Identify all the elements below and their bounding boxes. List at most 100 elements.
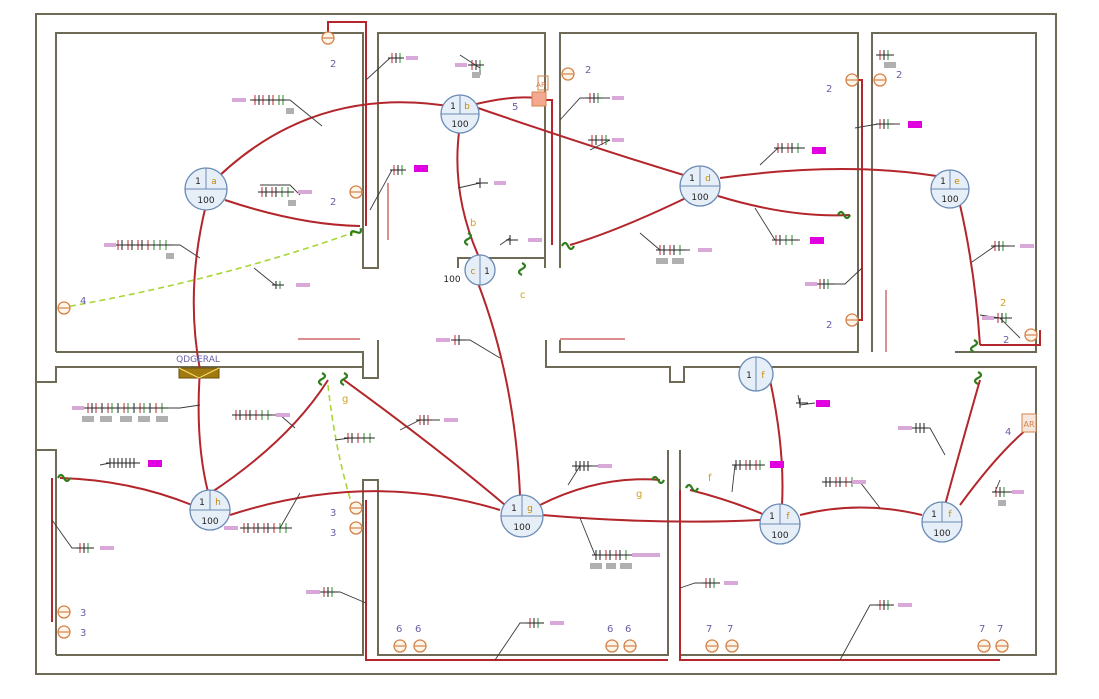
lamp-a[interactable]: 1 a 100 [184,167,228,211]
switch-icon[interactable] [517,262,527,276]
outlet-icon[interactable] [413,639,427,653]
outlet-icon[interactable] [393,639,407,653]
wire [541,514,761,523]
outlet-circuit: 7 [706,624,712,635]
outlet-icon[interactable] [845,313,859,327]
outlet-circuit: 2 [1003,335,1009,346]
lamp-g[interactable]: 1 g 100 [500,494,544,538]
outlet-circuit: 5 [512,102,518,113]
annotation-mark [276,413,290,417]
marker [810,237,824,244]
outlet-icon[interactable] [349,501,363,515]
ac-label: AR [536,81,546,89]
outlet-icon[interactable] [57,301,71,315]
outlet-icon[interactable] [705,639,719,653]
wire [224,199,361,227]
conductor-symbol [588,135,610,145]
annotation-mark [1020,244,1034,248]
outlet-circuit: 2 [826,320,832,331]
conductor-symbol [796,398,808,408]
outlet-icon[interactable] [873,73,887,87]
outlet-icon[interactable] [995,639,1009,653]
lamp-c[interactable]: c 1 100 [443,254,496,286]
room-h-wall-2 [56,450,669,656]
lamp-circuit: 1 [199,498,205,508]
lamp-circuit: 1 [511,504,517,514]
annotation-mark [612,138,624,142]
outlet-icon[interactable] [57,605,71,619]
conductor-symbol [258,187,294,197]
lamp-d[interactable]: 1 d 100 [679,165,721,207]
panel-label: QDGERAL [176,355,220,365]
conductor-symbol [251,95,287,105]
conductor-symbol [876,50,894,60]
annotation-mark [444,418,458,422]
switch-icon[interactable] [561,241,575,251]
outlet-icon[interactable] [349,185,363,199]
switch-icon[interactable] [57,473,71,483]
lamp-power: 100 [513,523,530,533]
outlet-circuit: 2 [826,84,832,95]
lamp-f-top[interactable]: 1 f [738,356,774,392]
switch-icon[interactable] [349,226,362,238]
lamp-e[interactable]: 1 e 100 [930,169,970,209]
outlet-circuit: 3 [80,608,86,619]
switch-icon[interactable] [463,232,473,246]
lamp-h[interactable]: 1 h 100 [189,489,231,531]
room-h-wall [36,449,57,655]
switch-icon[interactable] [837,210,851,220]
leader [579,517,635,556]
outlet-icon[interactable] [605,639,619,653]
outlet-icon[interactable] [561,67,575,81]
switch-icon[interactable] [651,475,665,485]
outlet-icon[interactable] [1024,328,1038,342]
room-e-wall [871,32,1037,353]
main-panel[interactable]: QDGERAL [176,355,220,379]
switch-icon[interactable] [339,372,349,386]
annotation-mark [612,96,624,100]
grey-tag [606,563,616,569]
outlet-icon[interactable] [321,31,335,45]
switch-code: c [520,290,526,301]
grey-tag [472,72,480,78]
ac-outlet-frame [1021,413,1037,433]
switch-icon[interactable] [973,371,983,385]
ac-outlet-right[interactable]: AR 4 [1005,413,1037,438]
conductor-symbol [774,143,804,153]
outlet-icon[interactable] [57,625,71,639]
lamp-id: e [954,177,960,187]
marker [816,400,830,407]
lamp-power: 100 [443,275,460,285]
outlet-icon[interactable] [725,639,739,653]
conductor-symbol [476,178,488,188]
annotation-mark [224,526,238,530]
lamp-circuit: 1 [689,174,695,184]
outlet-circuit: 2 [1000,298,1006,309]
annotation-mark [852,480,866,484]
conductor-symbol [876,600,894,610]
grey-tag [166,253,174,259]
outlet-circuit: 6 [607,624,613,635]
outlet-icon[interactable] [623,639,637,653]
leader [260,184,301,196]
ac-outlet-top[interactable]: AR [531,75,549,107]
switch-icon[interactable] [969,339,979,353]
lamp-f-right[interactable]: 1 f 100 [921,501,963,543]
switch-icon[interactable] [317,372,327,386]
outlet-icon[interactable] [349,521,363,535]
lamp-b[interactable]: 1 b 100 [440,94,480,134]
lamp-power: 100 [197,196,214,206]
conductor-symbol [390,165,406,175]
wire [365,500,668,661]
lamp-f-mid[interactable]: 1 f 100 [759,503,801,545]
annotation-mark [550,621,564,625]
conductor-symbol [572,461,592,471]
conductor-symbol [772,235,798,245]
panel-box [178,367,220,379]
wire [569,195,691,246]
leader [971,245,1015,263]
switch-icon[interactable] [685,483,699,493]
wire [959,204,981,346]
outlet-icon[interactable] [977,639,991,653]
outlet-icon[interactable] [845,73,859,87]
